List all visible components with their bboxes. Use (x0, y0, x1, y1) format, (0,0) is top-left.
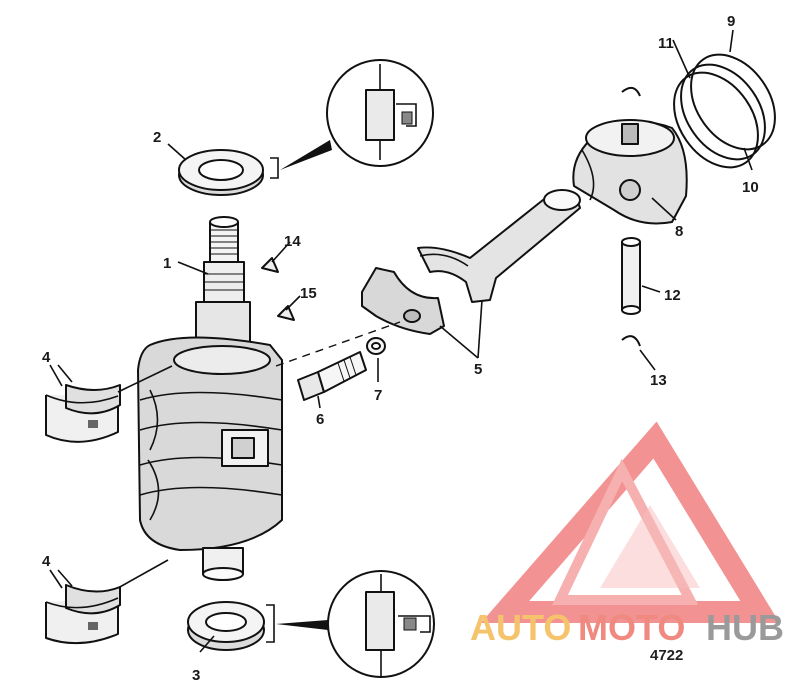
callout-1: 1 (163, 255, 171, 272)
piston-pin-clip-upper (621, 86, 641, 97)
callout-10: 10 (742, 179, 759, 196)
callout-7: 7 (374, 387, 382, 404)
piston-rings (673, 53, 776, 169)
bearing-cage-upper (45, 384, 121, 443)
watermark-logo (480, 421, 780, 623)
upper-seal (178, 149, 264, 196)
brand-hub: HUB (706, 607, 784, 648)
figure-number: 4722 (650, 647, 683, 664)
callout-11: 11 (658, 35, 674, 52)
callout-15: 15 (300, 285, 317, 302)
callout-4-upper: 4 (42, 349, 51, 366)
callout-4-lower: 4 (42, 553, 51, 570)
callout-6: 6 (316, 411, 324, 428)
upper-seal-detail (270, 59, 434, 179)
piston (572, 119, 688, 225)
brand-moto: MOTO (578, 607, 685, 648)
leader-lines (49, 29, 753, 653)
bearing-cage-lower (45, 584, 121, 645)
needle-bearing-upper (261, 257, 279, 273)
callout-12: 12 (664, 287, 681, 304)
piston-pin-clip-lower (621, 335, 641, 347)
callout-5: 5 (474, 361, 482, 378)
lower-seal (187, 601, 265, 651)
piston-pin (621, 237, 641, 315)
connecting-rod (361, 189, 581, 335)
crankshaft (137, 216, 283, 581)
callout-9: 9 (727, 13, 735, 30)
lower-seal-detail (266, 570, 435, 678)
needle-bearing-lower (277, 305, 295, 321)
callout-8: 8 (675, 223, 683, 240)
callout-2: 2 (153, 129, 161, 146)
brand-auto: AUTO (470, 607, 571, 648)
callout-14: 14 (284, 233, 301, 250)
rod-bolt (297, 351, 367, 401)
callout-13: 13 (650, 372, 667, 389)
watermark-brand-text: AUTO MOTO HUB (470, 607, 784, 648)
callout-3: 3 (192, 667, 200, 684)
